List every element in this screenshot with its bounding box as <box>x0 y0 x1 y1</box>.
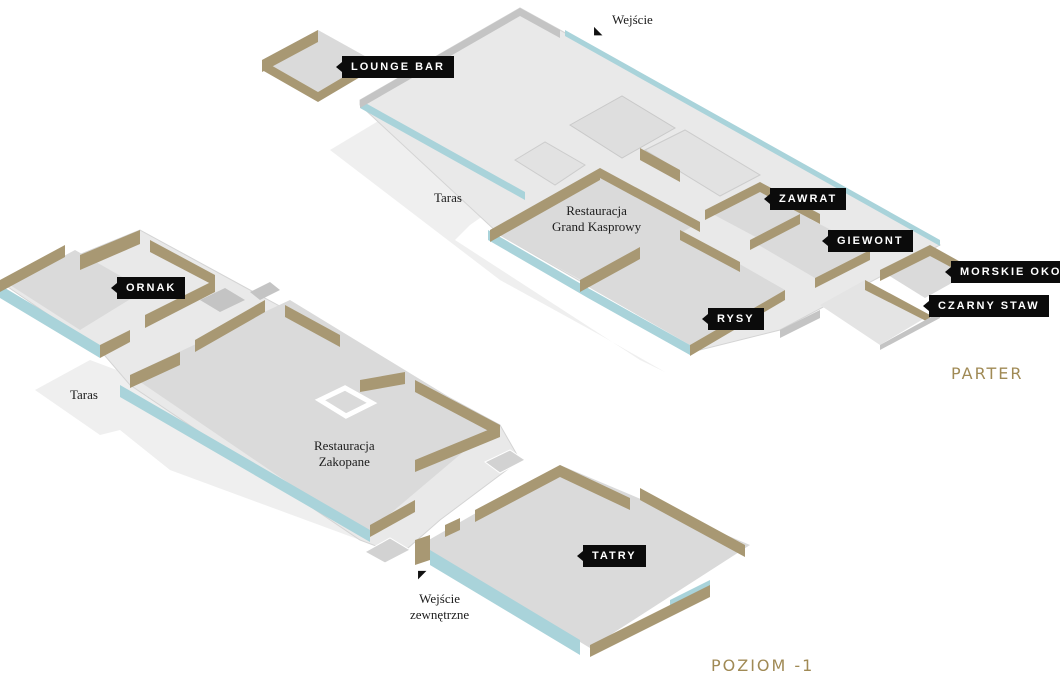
wejscie-zewnetrzne-line2: zewnętrzne <box>410 607 470 622</box>
grand-kasprowy-label: Restauracja Grand Kasprowy <box>552 203 641 235</box>
room-tag-zawrat[interactable]: ZAWRAT <box>763 188 847 210</box>
zakopane-line1: Restauracja <box>314 438 375 453</box>
zakopane-line2: Zakopane <box>318 454 370 469</box>
room-tag-tatry[interactable]: TATRY <box>577 545 646 567</box>
grand-kasprowy-line2: Grand Kasprowy <box>552 219 642 234</box>
level-label-parter: PARTER <box>951 364 1024 383</box>
room-zakopane <box>130 300 495 535</box>
poziom-grey-walls <box>200 282 280 312</box>
zakopane-inner-outline <box>314 385 378 419</box>
poziom-glass-walls <box>0 285 710 655</box>
stairs <box>363 449 526 564</box>
poziom-brown-walls <box>0 230 745 657</box>
wejscie-zewnetrzne-line1: Wejście <box>419 591 460 606</box>
room-tag-ornak[interactable]: ORNAK <box>110 277 186 299</box>
room-tag-rysy[interactable]: RYSY <box>702 308 764 330</box>
grand-kasprowy-line1: Restauracja <box>566 203 627 218</box>
level-label-poziom: POZIOM -1 <box>711 656 815 675</box>
parter-glass-walls <box>360 30 940 355</box>
room-tag-lounge-bar[interactable]: LOUNGE BAR <box>336 56 454 78</box>
wejscie-label: Wejście <box>612 12 653 27</box>
taras-poziom-label: Taras <box>70 387 98 402</box>
parter-inner-block-2 <box>643 129 762 197</box>
zakopane-label: Restauracja Zakopane <box>314 438 375 470</box>
taras-parter-area <box>330 110 665 372</box>
parter-inner-block-3 <box>514 141 586 186</box>
room-tag-giewont[interactable]: GIEWONT <box>822 230 913 252</box>
parter-inner-block <box>569 95 676 159</box>
room-tag-morskie-oko[interactable]: MORSKIE OKO <box>944 261 1060 283</box>
room-ornak <box>10 250 145 330</box>
taras-poziom-area <box>35 360 360 540</box>
room-tag-czarny-staw[interactable]: CZARNY STAW <box>923 295 1049 317</box>
room-czarny-staw <box>820 280 930 345</box>
taras-parter-label: Taras <box>434 190 462 205</box>
entrance-arrow-icon: ◣ <box>594 25 603 37</box>
external-entrance-arrow-icon: ◤ <box>418 569 427 581</box>
wejscie-zewnetrzne-label: Wejście zewnętrzne <box>410 591 469 623</box>
